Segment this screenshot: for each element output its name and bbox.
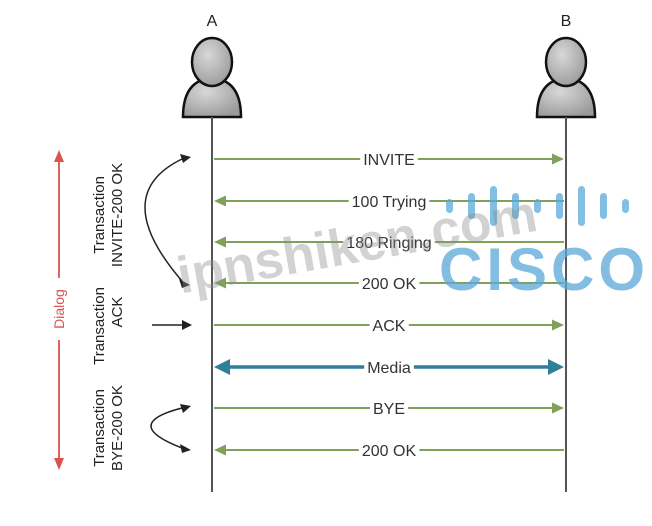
arrowhead-left — [214, 236, 226, 248]
arrowhead-left — [214, 359, 230, 375]
dialog-label-bg — [50, 278, 68, 340]
message-label-bg — [369, 401, 409, 418]
transaction-invite-arrowhead-top — [180, 154, 191, 163]
transaction-ack-line1: Transaction — [91, 287, 108, 365]
transaction-bye-arrowhead-top — [180, 404, 191, 413]
transaction-invite: Transaction INVITE-200 OK — [91, 154, 191, 288]
cisco-bar — [468, 193, 475, 219]
arrowhead-left — [214, 195, 226, 207]
message-label: Media — [367, 360, 411, 377]
cisco-bar — [600, 193, 607, 219]
endpoint-a-label: A — [207, 13, 218, 30]
transaction-bye-line1: Transaction — [91, 389, 108, 467]
message-3: 180 Ringing — [214, 235, 564, 252]
cisco-bars-icon — [446, 186, 629, 226]
message-4: 200 OK — [214, 276, 564, 293]
arrowhead-right — [552, 153, 564, 165]
message-arrows: INVITE 100 Trying 180 Ringing 200 OK ACK Medi… — [214, 152, 564, 460]
message-label: 200 OK — [362, 276, 417, 293]
message-6: Media — [214, 359, 564, 377]
message-label-bg — [369, 318, 409, 335]
endpoint-a: A — [181, 13, 243, 492]
transaction-invite-line2: INVITE-200 OK — [109, 163, 126, 267]
message-label: BYE — [373, 401, 405, 418]
endpoint-b: B — [535, 13, 597, 492]
message-label-bg — [358, 276, 420, 293]
message-label-bg — [358, 443, 420, 460]
cisco-logo-wordmark: CISCO — [439, 236, 649, 303]
message-label: ACK — [373, 318, 406, 335]
cisco-bar — [512, 193, 519, 219]
person-a-icon — [181, 36, 243, 119]
transaction-ack-arrowhead — [182, 320, 192, 330]
transaction-invite-line1: Transaction — [91, 176, 108, 254]
cisco-bar — [446, 199, 453, 213]
message-7: BYE — [214, 401, 564, 418]
transaction-ack-line2: ACK — [109, 297, 126, 328]
endpoint-b-label: B — [561, 13, 572, 30]
message-label: 180 Ringing — [346, 235, 431, 252]
arrowhead-left — [214, 277, 226, 289]
transaction-bye: Transaction BYE-200 OK — [91, 385, 191, 471]
cisco-bar — [534, 199, 541, 213]
message-label: 100 Trying — [352, 194, 427, 211]
transaction-bye-line2: BYE-200 OK — [109, 385, 126, 471]
cisco-bar — [556, 193, 563, 219]
message-label: 200 OK — [362, 443, 417, 460]
message-label: INVITE — [363, 152, 415, 169]
arrowhead-right — [552, 319, 564, 331]
dialog-label: Dialog — [51, 289, 67, 329]
cisco-bar — [578, 186, 585, 226]
arrowhead-right — [552, 402, 564, 414]
message-label-bg — [360, 152, 418, 169]
message-label-bg — [348, 194, 430, 211]
dialog-arrow-top — [54, 150, 64, 162]
arrowhead-right — [548, 359, 564, 375]
message-5: ACK — [214, 318, 564, 335]
cisco-bar — [622, 199, 629, 213]
person-b-icon — [535, 36, 597, 119]
message-1: INVITE — [214, 152, 564, 169]
transaction-invite-arrowhead-bottom — [179, 279, 190, 288]
transaction-bye-arrowhead-bottom — [180, 444, 191, 453]
message-label-bg — [364, 360, 414, 377]
message-label-bg — [343, 235, 435, 252]
dialog-span: Dialog — [50, 150, 68, 470]
dialog-arrow-bottom — [54, 458, 64, 470]
arrowhead-left — [214, 444, 226, 456]
transaction-bye-bracket — [150, 407, 183, 449]
cisco-bar — [490, 186, 497, 226]
cisco-logo: CISCO — [439, 186, 649, 303]
transaction-invite-bracket — [144, 158, 183, 282]
transaction-ack: Transaction ACK — [91, 287, 192, 365]
message-8: 200 OK — [214, 443, 564, 460]
message-2: 100 Trying — [214, 194, 564, 211]
